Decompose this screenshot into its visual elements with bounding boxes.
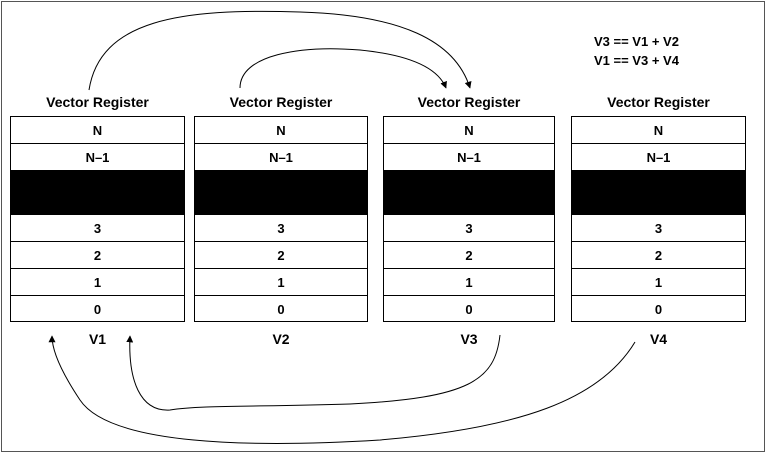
register-name-2: V2 [272, 331, 290, 347]
register-cell: 2 [195, 242, 367, 269]
register-cell: 1 [195, 269, 367, 296]
register-cell: 0 [465, 302, 473, 317]
register-name-1: V1 [88, 331, 107, 347]
register-gap-block [572, 171, 745, 215]
register-cell: 0 [93, 302, 102, 317]
register-name-4: V4 [649, 331, 668, 347]
register-gap-block [195, 171, 367, 215]
register-title-2: Vector Register [229, 94, 333, 110]
register-title-4: Vector Register [607, 94, 710, 110]
register-cell: N–1 [195, 144, 367, 171]
register-cell: 3 [195, 215, 367, 242]
register-name-3: V3 [460, 331, 478, 347]
register-cell: 2 [384, 242, 554, 269]
register-cell: 0 [654, 302, 663, 317]
register-cell: 2 [11, 242, 184, 269]
register-gap-block [11, 171, 184, 215]
register-cell: N [572, 117, 745, 144]
register-cell: 2 [572, 242, 745, 269]
register-cell: N–1 [384, 144, 554, 171]
register-cell: N–1 [11, 144, 184, 171]
register-cell: 1 [572, 269, 745, 296]
register-cell: 3 [384, 215, 554, 242]
register-title-3: Vector Register [417, 94, 521, 110]
arrow-v3-to-v1 [126, 334, 501, 411]
register-cell: 0 [277, 302, 285, 317]
register-cell: 1 [11, 269, 184, 296]
register-title-1: Vector Register [46, 94, 149, 110]
arrow-v4-to-v1 [48, 335, 636, 444]
register-cell: N–1 [572, 144, 745, 171]
arrow-v1-to-v3 [88, 10, 472, 91]
register-cell: 3 [572, 215, 745, 242]
register-cell: 3 [11, 215, 184, 242]
register-gap-block [384, 171, 554, 215]
register-cell: 1 [384, 269, 554, 296]
equation-2: V1 == V3 + V4 [594, 53, 679, 68]
arrow-v2-to-v3 [239, 48, 447, 89]
register-cell: N [384, 117, 554, 144]
register-cell: N [11, 117, 184, 144]
register-cell: N [195, 117, 367, 144]
equation-1: V3 == V1 + V2 [594, 34, 679, 49]
